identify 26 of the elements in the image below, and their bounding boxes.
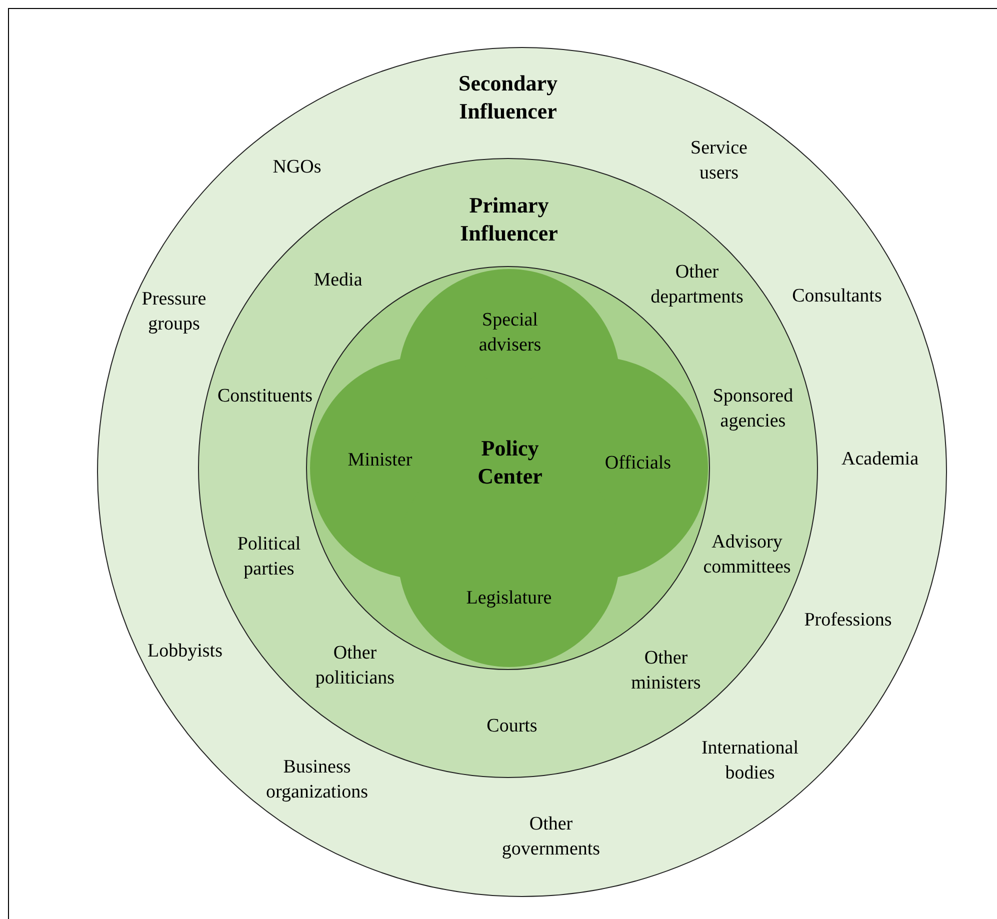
influencer-label: Other departments [650, 260, 744, 309]
influencer-label: Pressure groups [140, 287, 208, 336]
influencer-label: Constituents [216, 384, 314, 409]
influencer-label: Media [312, 268, 364, 293]
influencer-label: Other politicians [314, 641, 396, 690]
influencer-label: Service users [690, 136, 748, 185]
influencer-label: NGOs [272, 156, 322, 180]
influencer-label: Professions [803, 608, 893, 633]
influencer-label: Academia [840, 448, 920, 472]
influencer-label: Officials [604, 452, 672, 476]
ring-heading: Secondary Influencer [458, 70, 558, 124]
ring-heading: Primary Influencer [459, 192, 559, 246]
influencer-label: Political parties [236, 532, 302, 581]
influencer-label: Other governments [500, 812, 602, 861]
influencer-label: International bodies [700, 736, 800, 785]
ring-heading: Policy Center [476, 434, 544, 490]
influencer-label: Other ministers [630, 646, 702, 695]
influencer-label: Special advisers [478, 308, 542, 357]
influencer-label: Sponsored agencies [712, 384, 794, 433]
influencer-label: Minister [346, 448, 414, 473]
influencer-label: Business organizations [264, 755, 369, 804]
influencer-label: Lobbyists [146, 640, 224, 664]
influencer-label: Legislature [465, 586, 553, 611]
influencer-label: Consultants [791, 284, 883, 309]
influencer-label: Advisory committees [702, 530, 792, 579]
influencer-label: Courts [486, 714, 538, 739]
